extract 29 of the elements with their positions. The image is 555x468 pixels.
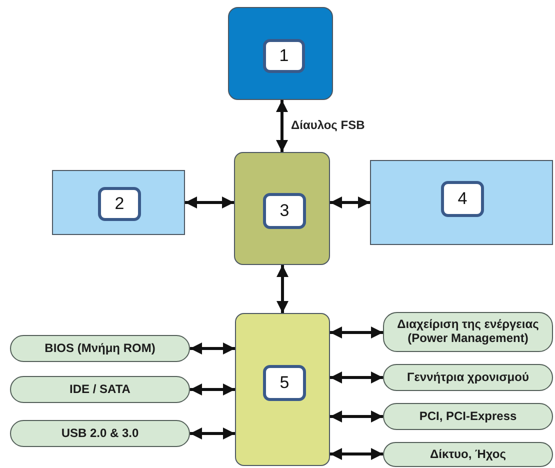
interface-label: Διαχείριση της ενέργειας (Power Management): [383, 312, 553, 352]
edge-label: Δίαυλος FSB: [289, 118, 367, 132]
double-arrow: [185, 196, 234, 208]
double-arrow: [276, 100, 288, 152]
double-arrow: [330, 326, 383, 338]
callout-number: 3: [263, 193, 306, 229]
block: [370, 160, 553, 245]
interface-label: BIOS (Μνήμη ROM): [10, 335, 190, 362]
callout-number: 4: [441, 181, 484, 217]
block: [52, 170, 185, 235]
interface-label: PCI, PCI-Express: [383, 403, 553, 430]
interface-label: USB 2.0 & 3.0: [10, 420, 190, 447]
interface-label: Δίκτυο, Ήχος: [383, 442, 553, 467]
double-arrow: [190, 428, 235, 440]
callout-number: 1: [263, 39, 305, 73]
callout-number: 5: [263, 365, 306, 401]
block: [228, 7, 333, 100]
double-arrow: [330, 448, 383, 460]
double-arrow: [276, 265, 288, 313]
block: [235, 313, 330, 466]
double-arrow: [190, 342, 235, 354]
block: [234, 152, 330, 265]
double-arrow: [330, 410, 383, 422]
double-arrow: [330, 372, 383, 384]
interface-label: Γεννήτρια χρονισμού: [383, 364, 553, 391]
callout-number: 2: [98, 187, 141, 221]
double-arrow: [190, 384, 235, 396]
double-arrow: [330, 196, 370, 208]
interface-label: IDE / SATA: [10, 376, 190, 403]
